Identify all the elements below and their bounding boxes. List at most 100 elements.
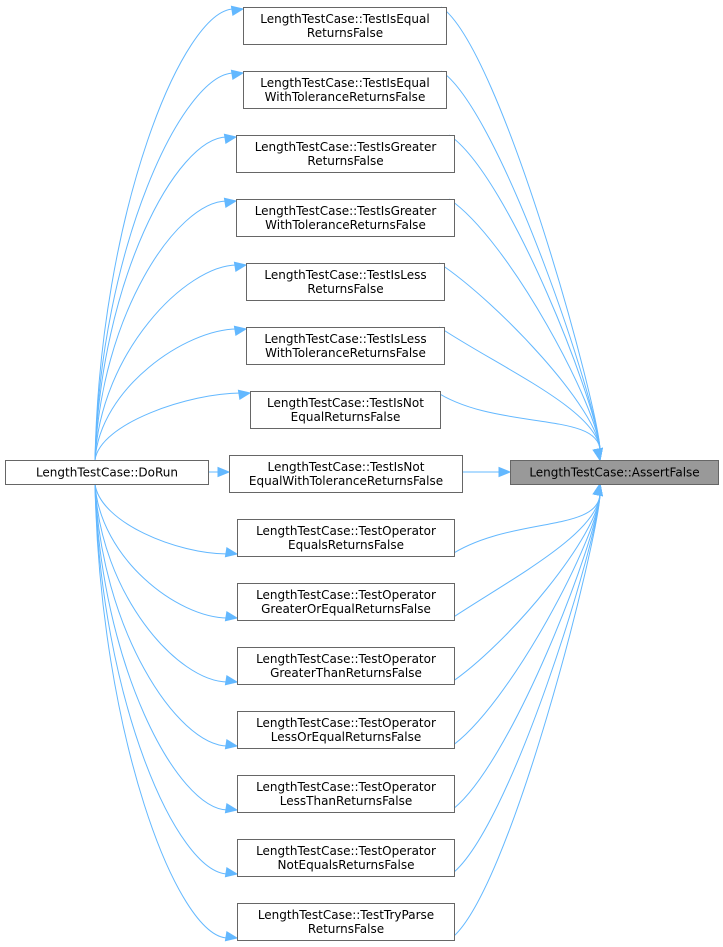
arrowhead-dorun-to-opgreaterthan	[224, 675, 239, 686]
edge-dorun-to-isnotequal	[94, 392, 242, 461]
node-isless-label-line: ReturnsFalse	[307, 282, 383, 296]
edge-isgreater-to-assertfalse	[448, 134, 601, 452]
node-isgreater-box	[236, 135, 455, 173]
node-opnotequals-box	[237, 839, 455, 877]
node-isnotequal-box	[250, 391, 441, 429]
call-edges	[94, 5, 603, 942]
node-tryparse-label-line: LengthTestCase::TestTryParse	[258, 908, 434, 922]
node-opequals[interactable]: LengthTestCase::TestOperatorEqualsReturn…	[237, 519, 455, 557]
node-isgreatertol-box	[236, 199, 455, 237]
node-oplessthan-label-line: LessThanReturnsFalse	[280, 794, 412, 808]
node-islesstol[interactable]: LengthTestCase::TestIsLessWithToleranceR…	[246, 327, 445, 365]
node-isgreater-label-line: ReturnsFalse	[307, 154, 383, 168]
edge-dorun-to-oplessthan	[94, 483, 229, 811]
arrowhead-dorun-to-opgreaterequal	[224, 611, 239, 622]
node-isgreatertol-label-line: WithToleranceReturnsFalse	[265, 218, 426, 232]
edge-dorun-to-isgreater	[94, 136, 228, 461]
edge-isequal-to-assertfalse	[440, 6, 601, 452]
arrowhead-dorun-to-isgreatertol	[223, 197, 238, 208]
node-assertfalse[interactable]: LengthTestCase::AssertFalse	[510, 460, 719, 485]
arrowhead-dorun-to-isequaltol	[230, 69, 245, 80]
node-islesstol-label-line: LengthTestCase::TestIsLess	[264, 332, 426, 346]
edge-islesstol-to-assertfalse	[438, 326, 601, 452]
node-opgreaterequal-label-line: LengthTestCase::TestOperator	[256, 588, 436, 602]
call-nodes: LengthTestCase::TestIsEqualReturnsFalseL…	[5, 7, 719, 941]
node-oplessequal-label-line: LengthTestCase::TestOperator	[256, 716, 436, 730]
node-isnotequaltol-box	[229, 455, 463, 493]
arrowhead-dorun-to-oplessthan	[224, 803, 239, 814]
arrowhead-dorun-to-isgreater	[223, 133, 238, 144]
edge-isgreatertol-to-assertfalse	[448, 198, 601, 452]
arrowhead-dorun-to-isequal	[230, 5, 245, 16]
arrowhead-isnotequaltol-to-assertfalse	[498, 466, 512, 478]
node-dorun[interactable]: LengthTestCase::DoRun	[5, 460, 209, 485]
node-opgreaterequal-box	[237, 583, 455, 621]
node-islesstol-label-line: WithToleranceReturnsFalse	[265, 346, 426, 360]
edge-isequaltol-to-assertfalse	[440, 70, 601, 452]
node-opnotequals-label-line: NotEqualsReturnsFalse	[278, 858, 415, 872]
edge-opgreaterthan-to-assertfalse	[448, 492, 601, 685]
node-isequal-label-line: LengthTestCase::TestIsEqual	[260, 12, 429, 26]
node-isequaltol[interactable]: LengthTestCase::TestIsEqualWithTolerance…	[243, 71, 447, 109]
arrowhead-dorun-to-isless	[233, 261, 248, 272]
node-isgreatertol[interactable]: LengthTestCase::TestIsGreaterWithToleran…	[236, 199, 455, 237]
edge-dorun-to-opequals	[94, 483, 229, 555]
node-opequals-box	[237, 519, 455, 557]
edge-tryparse-to-assertfalse	[448, 492, 601, 941]
node-opnotequals[interactable]: LengthTestCase::TestOperatorNotEqualsRet…	[237, 839, 455, 877]
node-opgreaterthan-box	[237, 647, 455, 685]
arrowhead-isnotequal-to-assertfalse	[592, 447, 603, 462]
node-isnotequaltol-label-line: LengthTestCase::TestIsNot	[268, 460, 425, 474]
arrowhead-dorun-to-isnotequal	[237, 389, 252, 400]
edge-isnotequal-to-assertfalse	[434, 390, 601, 452]
node-isgreatertol-label-line: LengthTestCase::TestIsGreater	[255, 204, 437, 218]
arrowhead-dorun-to-tryparse	[224, 931, 239, 942]
edge-oplessequal-to-assertfalse	[448, 492, 601, 749]
arrowhead-dorun-to-isnotequaltol	[217, 466, 231, 478]
node-oplessthan-box	[237, 775, 455, 813]
edge-dorun-to-isless	[94, 264, 238, 461]
node-opequals-label-line: LengthTestCase::TestOperator	[256, 524, 436, 538]
node-oplessthan[interactable]: LengthTestCase::TestOperatorLessThanRetu…	[237, 775, 455, 813]
node-opgreaterthan[interactable]: LengthTestCase::TestOperatorGreaterThanR…	[237, 647, 455, 685]
node-isnotequal[interactable]: LengthTestCase::TestIsNotEqualReturnsFal…	[250, 391, 441, 429]
node-isequal-box	[243, 7, 447, 45]
node-isgreater-label-line: LengthTestCase::TestIsGreater	[255, 140, 437, 154]
edge-dorun-to-isgreatertol	[94, 200, 228, 461]
node-dorun-box	[5, 460, 209, 485]
node-isgreater[interactable]: LengthTestCase::TestIsGreaterReturnsFals…	[236, 135, 455, 173]
node-oplessequal[interactable]: LengthTestCase::TestOperatorLessOrEqualR…	[237, 711, 455, 749]
node-isequaltol-box	[243, 71, 447, 109]
edge-dorun-to-opgreaterthan	[94, 483, 229, 683]
node-tryparse-box	[237, 903, 455, 941]
edge-opnotequals-to-assertfalse	[448, 492, 601, 877]
arrowhead-tryparse-to-assertfalse	[592, 482, 603, 497]
node-islesstol-box	[246, 327, 445, 365]
edge-dorun-to-opgreaterequal	[94, 483, 229, 619]
node-oplessequal-box	[237, 711, 455, 749]
edge-opgreaterequal-to-assertfalse	[448, 492, 601, 621]
edge-dorun-to-opnotequals	[94, 483, 229, 875]
node-dorun-label-line: LengthTestCase::DoRun	[36, 466, 178, 480]
node-isnotequal-label-line: EqualReturnsFalse	[291, 410, 401, 424]
node-isless-box	[246, 263, 445, 301]
node-opgreaterthan-label-line: GreaterThanReturnsFalse	[270, 666, 422, 680]
node-opequals-label-line: EqualsReturnsFalse	[288, 538, 404, 552]
node-assertfalse-label-line: LengthTestCase::AssertFalse	[529, 466, 699, 480]
node-opgreaterequal-label-line: GreaterOrEqualReturnsFalse	[261, 602, 431, 616]
edge-dorun-to-isequaltol	[94, 72, 235, 461]
node-isnotequaltol[interactable]: LengthTestCase::TestIsNotEqualWithTolera…	[229, 455, 463, 493]
node-oplessequal-label-line: LessOrEqualReturnsFalse	[271, 730, 421, 744]
node-isless-label-line: LengthTestCase::TestIsLess	[264, 268, 426, 282]
node-oplessthan-label-line: LengthTestCase::TestOperator	[256, 780, 436, 794]
node-isequaltol-label-line: WithToleranceReturnsFalse	[265, 90, 426, 104]
arrowhead-dorun-to-opnotequals	[224, 867, 239, 878]
node-opgreaterthan-label-line: LengthTestCase::TestOperator	[256, 652, 436, 666]
arrowhead-dorun-to-islesstol	[233, 325, 248, 336]
node-isnotequaltol-label-line: EqualWithToleranceReturnsFalse	[249, 474, 443, 488]
node-opgreaterequal[interactable]: LengthTestCase::TestOperatorGreaterOrEqu…	[237, 583, 455, 621]
